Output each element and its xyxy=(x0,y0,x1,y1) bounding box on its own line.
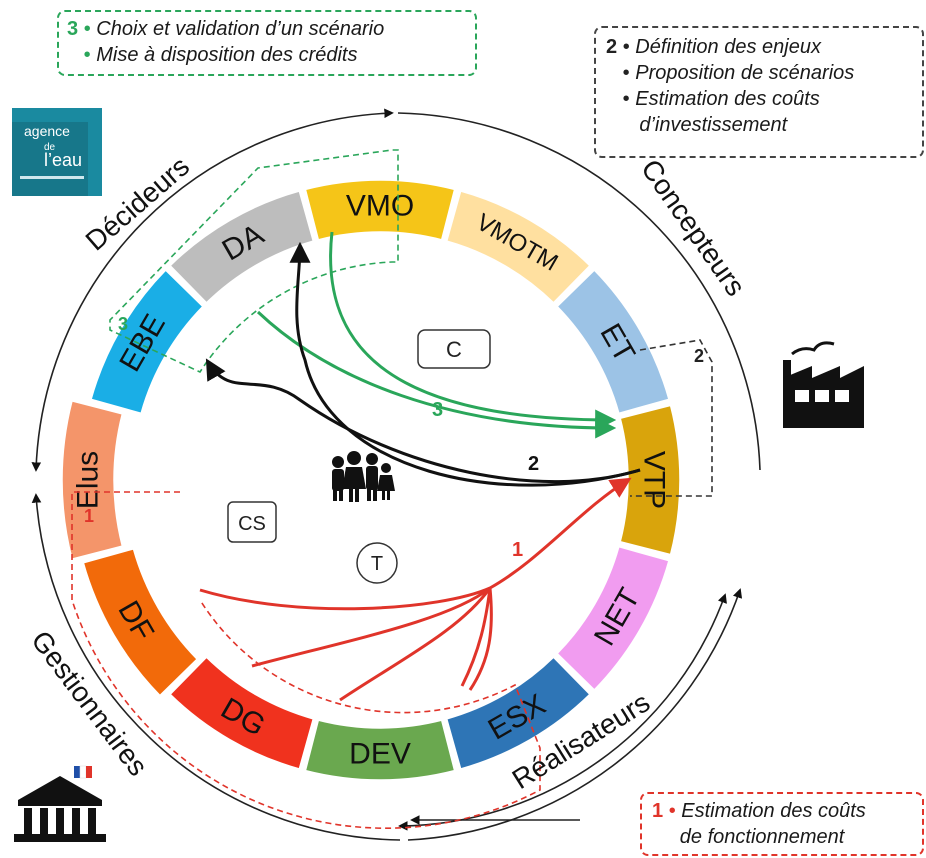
arc-concepteurs xyxy=(397,112,761,471)
government-building-icon xyxy=(14,765,106,842)
step-2-line-3: Estimation des coûts xyxy=(635,88,820,110)
red-flow-esx-hub xyxy=(251,586,491,668)
zone-3-number: 3 xyxy=(118,314,128,334)
flow-2-number: 2 xyxy=(528,453,539,475)
green-flow-elus-vmo xyxy=(329,231,617,431)
zone-3-outline xyxy=(109,149,399,374)
ring-label-vtp: VTP xyxy=(638,451,671,509)
t-label: T xyxy=(371,553,383,575)
outer-cycle-arcs xyxy=(31,108,761,841)
ring-label-dev: DEV xyxy=(349,738,411,771)
step-2-line-4: d’investissement xyxy=(639,114,788,136)
step-2-number: 2 xyxy=(606,36,618,58)
zone-2-number: 2 xyxy=(694,346,704,366)
step-3-box: 3 • Choix et validation d’un scénario • … xyxy=(57,10,477,76)
ring-label-vmo: VMO xyxy=(346,190,414,223)
cs-label: CS xyxy=(238,513,266,535)
ring-segment-vmotm xyxy=(445,190,591,304)
logo-line-3: l’eau xyxy=(44,150,82,170)
ring-segment-esx xyxy=(445,656,591,770)
step-1-line-2: de fonctionnement xyxy=(679,826,845,848)
group-label-concepteurs: Concepteurs xyxy=(635,154,751,302)
t-circle xyxy=(356,542,398,584)
green-flow-df-vmo xyxy=(256,310,617,439)
step-3-number: 3 xyxy=(67,18,79,40)
flow-3-number: 3 xyxy=(432,399,443,421)
zone-1-outline xyxy=(71,491,541,829)
ring-segment-da xyxy=(169,190,315,304)
family-icon xyxy=(332,451,395,502)
arc-gestionnaires xyxy=(31,493,401,841)
black-flow-vmo-df xyxy=(205,358,641,484)
ring-segment-vmo xyxy=(304,179,456,241)
ring-segment-net xyxy=(556,545,670,691)
c-box xyxy=(417,329,491,369)
dashed-zones xyxy=(71,149,713,829)
red-flow-vtp-hub xyxy=(460,587,492,687)
ring-segment-elus xyxy=(61,400,124,560)
ring-segment-et xyxy=(556,269,670,415)
step-3-line-2: Mise à disposition des crédits xyxy=(96,44,358,66)
step-2-box: 2 • Définition des enjeux • Proposition … xyxy=(594,26,924,158)
step-3-line-1: Choix et validation d’un scénario xyxy=(96,18,385,40)
logo-line-2: de xyxy=(44,142,56,153)
zone-1-number: 1 xyxy=(84,506,94,526)
flow-arrows xyxy=(199,231,641,702)
ring-segment-dev xyxy=(304,719,456,781)
step-1-line-1: Estimation des coûts xyxy=(681,800,866,822)
step-2-line-2: Proposition de scénarios xyxy=(635,62,855,84)
ring-segment-dg xyxy=(169,656,315,770)
c-label: C xyxy=(446,337,462,362)
ring-segment-df xyxy=(82,547,199,697)
ring-label-elus: Elus xyxy=(72,451,105,509)
step-2-line-1: Définition des enjeux xyxy=(635,36,821,58)
flow-1-number: 1 xyxy=(512,539,523,561)
red-flow-net-hub xyxy=(339,587,492,702)
ring-segment-ebe xyxy=(90,269,204,415)
factory-icon xyxy=(783,341,864,428)
arc-realisateurs-outer xyxy=(407,588,743,841)
arc-decideurs xyxy=(31,108,394,472)
red-flow-hub-vtp xyxy=(468,587,493,691)
ring-segment-vtp xyxy=(619,404,681,556)
cs-box xyxy=(227,501,277,543)
black-flow-vmo-elus xyxy=(289,241,641,487)
agence-de-leau-logo: agence de l’eau xyxy=(12,108,102,196)
logo-line-1: agence xyxy=(24,123,70,139)
zone-2-outline xyxy=(630,339,713,497)
red-flow-dev-vmo xyxy=(199,477,632,611)
